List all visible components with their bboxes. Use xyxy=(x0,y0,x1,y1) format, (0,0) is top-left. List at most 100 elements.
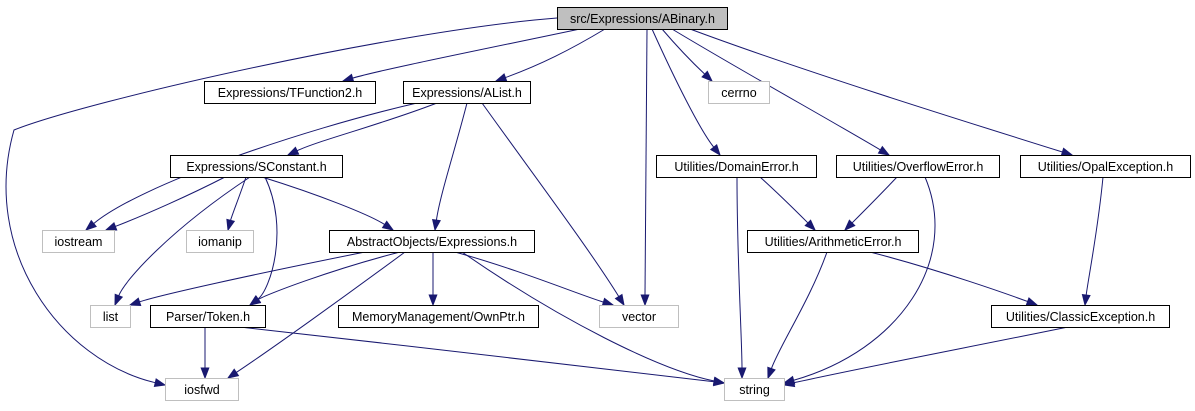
edge-abinary-to-vector xyxy=(640,28,650,307)
arrowhead-arithmeticerror-to-classicexception xyxy=(1025,297,1039,306)
node-iomanip: iomanip xyxy=(186,230,254,253)
edge-line xyxy=(651,28,715,148)
edge-line xyxy=(793,176,936,381)
node-label: Utilities/OverflowError.h xyxy=(853,160,984,174)
edge-line xyxy=(671,28,881,151)
edge-abinary-to-cerrno xyxy=(661,28,714,82)
node-string: string xyxy=(724,378,785,401)
arrowhead-alist-to-expressions xyxy=(432,218,441,232)
edges-layer xyxy=(5,17,1104,388)
edge-line xyxy=(851,176,898,224)
arrowhead-abinary-to-tfunction2 xyxy=(341,73,355,83)
edge-alist-to-sconstant xyxy=(286,102,438,156)
edge-token-to-string xyxy=(239,326,726,387)
node-box xyxy=(656,155,817,178)
node-vector: vector xyxy=(599,305,679,328)
node-box xyxy=(150,305,266,328)
edge-line xyxy=(230,176,247,221)
node-box xyxy=(90,305,131,328)
edge-expressions-to-list xyxy=(128,251,366,306)
node-abinary[interactable]: src/Expressions/ABinary.h xyxy=(557,7,728,30)
edge-line xyxy=(644,28,648,296)
arrowhead-abinary-to-domainerror xyxy=(709,143,721,157)
edge-arithmeticerror-to-string xyxy=(767,251,828,380)
node-box xyxy=(557,7,728,30)
edge-line xyxy=(793,326,1069,384)
node-box xyxy=(186,230,254,253)
edge-token-to-iosfwd xyxy=(200,327,210,380)
edge-abinary-to-domainerror xyxy=(651,28,721,157)
edge-abinary-to-overflowerror xyxy=(671,28,891,156)
node-label: Parser/Token.h xyxy=(166,310,250,324)
edge-line xyxy=(115,176,226,227)
arrowhead-sconstant-to-iomanip xyxy=(226,218,236,232)
node-expressions[interactable]: AbstractObjects/Expressions.h xyxy=(329,230,535,253)
arrowhead-alist-to-sconstant xyxy=(286,146,300,156)
node-token[interactable]: Parser/Token.h xyxy=(150,305,266,328)
edge-line xyxy=(736,176,743,369)
edge-line xyxy=(461,251,715,382)
arrowhead-expressions-to-list xyxy=(128,297,142,306)
node-domainerror[interactable]: Utilities/DomainError.h xyxy=(656,155,817,178)
node-tfunction2[interactable]: Expressions/TFunction2.h xyxy=(204,81,376,104)
edge-line xyxy=(261,176,385,225)
node-iosfwd: iosfwd xyxy=(165,378,239,401)
node-label: Utilities/ArithmeticError.h xyxy=(765,235,902,249)
node-box xyxy=(329,230,535,253)
node-alist[interactable]: Expressions/AList.h xyxy=(403,81,531,104)
edge-line xyxy=(454,251,604,303)
arrowhead-token-to-string xyxy=(713,377,726,387)
node-list: list xyxy=(90,305,131,328)
arrowhead-classicexception-to-string xyxy=(782,378,796,388)
edge-expressions-to-token xyxy=(248,251,401,306)
node-box xyxy=(42,230,115,253)
node-label: Utilities/DomainError.h xyxy=(674,160,798,174)
node-box xyxy=(708,81,770,104)
edge-line xyxy=(869,251,1028,302)
edge-sconstant-to-list xyxy=(114,176,251,307)
arrowhead-abinary-to-vector xyxy=(640,294,650,307)
node-overflowerror[interactable]: Utilities/OverflowError.h xyxy=(836,155,1000,178)
edge-line xyxy=(118,176,251,296)
node-ownptr[interactable]: MemoryManagement/OwnPtr.h xyxy=(338,305,539,328)
edge-line xyxy=(139,251,366,303)
edge-abinary-to-iosfwd xyxy=(5,17,558,387)
arrowhead-expressions-to-ownptr xyxy=(428,294,438,307)
node-label: Utilities/OpalException.h xyxy=(1038,160,1174,174)
edge-sconstant-to-token xyxy=(248,176,278,306)
node-label: Expressions/TFunction2.h xyxy=(218,86,363,100)
node-label: list xyxy=(103,310,119,324)
node-box xyxy=(991,305,1170,328)
edge-line xyxy=(239,326,715,383)
edge-expressions-to-vector xyxy=(454,251,615,307)
node-sconstant[interactable]: Expressions/SConstant.h xyxy=(170,155,343,178)
node-box xyxy=(165,378,239,401)
arrowhead-token-to-iosfwd xyxy=(200,367,210,380)
node-opalexception[interactable]: Utilities/OpalException.h xyxy=(1020,155,1191,178)
node-classicexception[interactable]: Utilities/ClassicException.h xyxy=(991,305,1170,328)
node-label: Expressions/AList.h xyxy=(412,86,522,100)
arrowhead-overflowerror-to-arithmeticerror xyxy=(844,219,856,231)
arrowhead-sconstant-to-list xyxy=(114,293,124,307)
node-box xyxy=(338,305,539,328)
edge-abinary-to-tfunction2 xyxy=(341,28,581,83)
edge-overflowerror-to-arithmeticerror xyxy=(844,176,898,231)
node-box xyxy=(747,230,919,253)
node-label: iomanip xyxy=(198,235,242,249)
node-box xyxy=(724,378,785,401)
edge-expressions-to-iosfwd xyxy=(226,251,406,379)
edge-sconstant-to-iostream xyxy=(104,176,226,231)
node-box xyxy=(403,81,531,104)
edge-line xyxy=(759,176,809,224)
arrowhead-sconstant-to-iostream xyxy=(104,222,118,231)
node-iostream: iostream xyxy=(42,230,115,253)
arrowhead-abinary-to-alist xyxy=(494,73,508,82)
arrowhead-abinary-to-iosfwd xyxy=(153,378,167,387)
edge-line xyxy=(236,251,406,373)
arrowhead-arithmeticerror-to-string xyxy=(767,366,776,380)
edge-line xyxy=(257,176,278,300)
node-arithmeticerror[interactable]: Utilities/ArithmeticError.h xyxy=(747,230,919,253)
edge-classicexception-to-string xyxy=(782,326,1069,388)
arrowhead-expressions-to-token xyxy=(248,295,262,306)
arrowhead-domainerror-to-arithmeticerror xyxy=(804,219,816,231)
